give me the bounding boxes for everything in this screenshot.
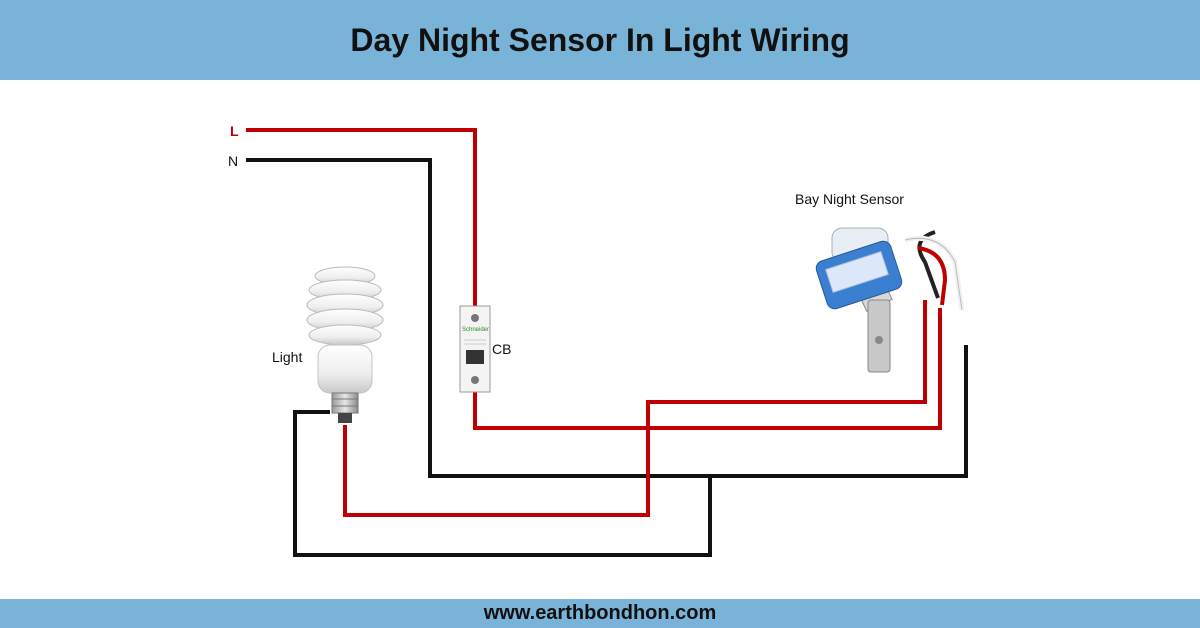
breaker-brand: Schneider xyxy=(462,327,489,333)
circuit-breaker-icon xyxy=(459,305,491,393)
page-title: Day Night Sensor In Light Wiring xyxy=(350,21,850,58)
live-wires xyxy=(246,128,942,517)
neutral-wires xyxy=(246,158,968,557)
website-url: www.earthbondhon.com xyxy=(483,602,717,624)
line-label: L xyxy=(230,123,239,139)
neutral-supply-wire xyxy=(246,158,968,478)
sensor-label: Bay Night Sensor xyxy=(795,191,904,207)
title-bar: Day Night Sensor In Light Wiring xyxy=(0,0,1200,80)
neutral-label: N xyxy=(228,153,238,169)
live-sensor-light-wire xyxy=(343,300,927,517)
footer-bar: www.earthbondhon.com xyxy=(0,599,1200,628)
neutral-light-wire xyxy=(293,410,712,557)
light-label: Light xyxy=(272,349,302,365)
photo-sensor-icon xyxy=(815,227,965,373)
cfl-bulb-icon xyxy=(306,266,384,423)
breaker-label: CB xyxy=(492,341,511,357)
live-breaker-sensor-wire xyxy=(473,308,942,430)
live-supply-wire xyxy=(246,128,477,318)
